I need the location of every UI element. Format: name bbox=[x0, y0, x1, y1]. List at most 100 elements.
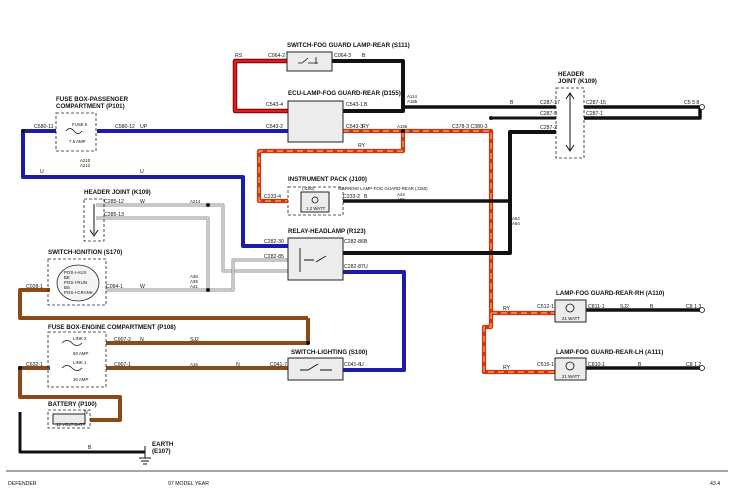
lighting-pin-right: C041-6 bbox=[344, 362, 361, 368]
ecu-splice-ry: A156 bbox=[397, 124, 408, 129]
relay-headlamp bbox=[287, 237, 344, 281]
battery-label: 12 VOLT BATT bbox=[56, 422, 86, 427]
lighting-title: SWITCH-LIGHTING (S100) bbox=[291, 349, 367, 356]
fuse-passenger-fuse-rating: 7.5 AMP bbox=[69, 139, 86, 144]
lamp-lh-pin-r: C810-1 bbox=[588, 362, 605, 368]
earth-title: EARTH(E107) bbox=[152, 441, 174, 455]
header-joint-left bbox=[83, 198, 105, 242]
instrument-wire: B bbox=[364, 194, 368, 200]
fog-switch bbox=[286, 51, 333, 72]
header-top-pin3: C287-2 bbox=[540, 125, 557, 131]
header-left-splice: A214 bbox=[190, 199, 201, 204]
fuse-engine-link2-amp: 60 AMP bbox=[73, 351, 88, 356]
lamp-rh-pin-r: C811-1 bbox=[588, 304, 605, 310]
fuse-passenger-pin-left: C580-11 bbox=[34, 124, 54, 130]
header-top-pin1: C287-17 bbox=[540, 100, 560, 106]
instrument-pin-right: C233-2 bbox=[343, 194, 360, 200]
fuse-engine-pin2: C907-1 bbox=[114, 362, 131, 368]
fuse-passenger-wire-right: UP bbox=[140, 124, 148, 130]
lamp-lh-wire-b: B bbox=[638, 362, 642, 368]
relay-wire-b: B bbox=[364, 239, 368, 245]
instrument-watt: 1.2 WATT bbox=[306, 206, 326, 211]
header-left-pin2: C285-13 bbox=[104, 212, 124, 218]
header-top-pin1r: C287-15 bbox=[586, 100, 606, 106]
instrument-pack bbox=[287, 186, 344, 216]
instrument-warning: WARNING LAMP-FOG GUARD-REAR (J150) bbox=[338, 186, 428, 191]
footer-center: 97 MODEL YEAR bbox=[168, 481, 209, 487]
ecu-pin1r: C543-1 bbox=[346, 102, 363, 108]
fuse-engine-pin-left: C632-1 bbox=[26, 362, 43, 368]
battery bbox=[47, 409, 91, 429]
relay-pin2: C282-85 bbox=[264, 254, 284, 260]
wire-label-ry-mid: RY bbox=[358, 143, 366, 149]
fuse-engine-wire: N bbox=[140, 337, 144, 343]
fuse-engine-link1-amp: 30 AMP bbox=[73, 377, 88, 382]
lamp-lh-watt: 21 WATT bbox=[562, 374, 580, 379]
footer-right: 43.4 bbox=[710, 481, 720, 487]
lamp-lh-pin: C515-1 bbox=[537, 362, 554, 368]
instrument-title: INSTRUMENT PACK (J100) bbox=[288, 176, 367, 183]
wire-b-earth bbox=[18, 412, 145, 454]
fuse-engine-splice: A15 bbox=[190, 362, 198, 367]
ecu-box bbox=[287, 100, 344, 143]
header-top-end-pin: C5 5 8 bbox=[684, 100, 699, 106]
lamp-rh-watt: 21 WATT bbox=[562, 316, 580, 321]
header-joint-top bbox=[555, 87, 585, 159]
fog-switch-wire-right: B bbox=[362, 53, 366, 59]
lamp-rh-pin: C512-1 bbox=[537, 304, 554, 310]
ecu-wire2r: RY bbox=[362, 124, 370, 130]
relay-pin4: C282-87 bbox=[344, 264, 364, 270]
fuse-passenger-fuse-label: FUSE 6 bbox=[72, 122, 88, 127]
wire-n-brown bbox=[18, 288, 310, 422]
fuse-passenger-pin-right: C580-12 bbox=[115, 124, 135, 130]
ecu-pin2r: C543-3 bbox=[346, 124, 363, 130]
lamp-rh bbox=[554, 299, 587, 323]
lamp-rh-title: LAMP-FOG GUARD-REAR-RH (A110) bbox=[556, 290, 664, 297]
instrument-inner: (J150) bbox=[302, 186, 315, 191]
fuse-engine-title: FUSE BOX-ENGINE COMPARTMENT (P108) bbox=[48, 324, 176, 331]
ignition-switch bbox=[47, 258, 107, 306]
relay-wire-u: U bbox=[364, 264, 368, 270]
wires bbox=[18, 58, 702, 454]
battery-wire: N bbox=[84, 410, 88, 416]
lamp-lh-title: LAMP-FOG GUARD-REAR-LH (A111) bbox=[556, 349, 663, 356]
fog-switch-pin-left: C064-2 bbox=[268, 53, 285, 59]
wire-u-fuse-feed bbox=[21, 129, 288, 248]
header-top-ry-pins: C378-3 C380-3 bbox=[452, 124, 488, 130]
fog-switch-title: SWITCH-FOG GUARD LAMP-REAR (S111) bbox=[287, 42, 410, 49]
lamp-rh-end: C8 1 3 bbox=[686, 304, 701, 310]
ecu-wire1r: B bbox=[364, 102, 368, 108]
wire-ry-ecu bbox=[256, 128, 555, 375]
battery-title: BATTERY (P100) bbox=[48, 401, 97, 408]
relay-pin1: C282-30 bbox=[264, 239, 284, 245]
ecu-pin2: C543-2 bbox=[266, 124, 283, 130]
lamp-rh-sj: SJ2 bbox=[620, 304, 629, 310]
wire-u-relay-lighting bbox=[343, 270, 406, 372]
ignition-pin-right: C094-1 bbox=[106, 284, 123, 290]
lighting-wire-n: N bbox=[236, 362, 240, 368]
wire-rs bbox=[232, 58, 288, 114]
ecu-title: ECU-LAMP-FOG GUARD-REAR (D155) bbox=[288, 90, 401, 97]
wire-b-right-end bbox=[584, 105, 702, 120]
footer-left: DEFENDER bbox=[8, 481, 37, 487]
ignition-wire: W bbox=[140, 284, 145, 290]
lighting-pin-left: C041-7 bbox=[270, 362, 287, 368]
instrument-pin-left: C233-4 bbox=[264, 194, 281, 200]
header-left-title: HEADER JOINT (K109) bbox=[84, 189, 151, 196]
wire-b-relay bbox=[343, 130, 556, 255]
lighting-wire-u: U bbox=[360, 362, 364, 368]
relay-title: RELAY-HEADLAMP (R123) bbox=[288, 228, 366, 235]
fuse-engine-link1: LINK 1 bbox=[73, 360, 87, 365]
header-top-pin2r: C287-1 bbox=[586, 111, 603, 117]
header-top-pin2: C287-5 bbox=[540, 111, 557, 117]
lamp-lh-wire-ry: RY bbox=[503, 365, 511, 371]
wire-label-u-left: U bbox=[40, 169, 44, 175]
wire-label-u-top: U bbox=[140, 169, 144, 175]
